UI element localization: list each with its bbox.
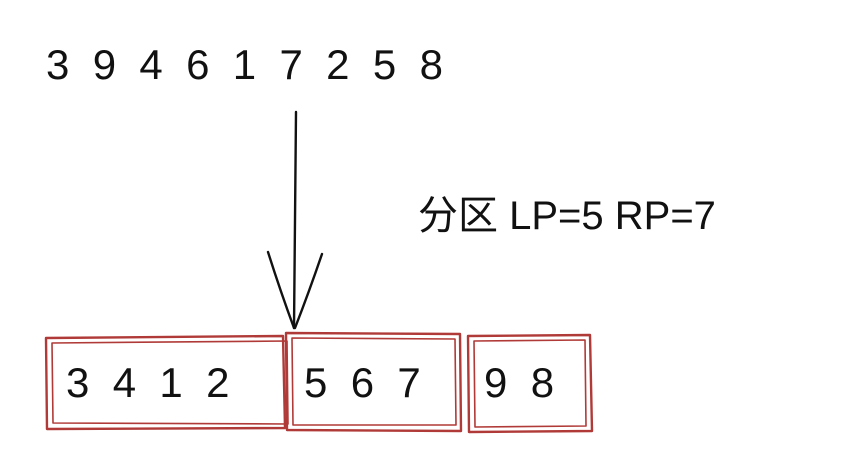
down-arrow <box>266 110 324 330</box>
partition-box-2 <box>284 331 463 433</box>
partition-1-values: 3 4 1 2 <box>66 359 230 406</box>
partition-box-3 <box>466 333 594 434</box>
partition-2-values: 5 6 7 <box>304 359 421 406</box>
original-sequence: 3 9 4 6 1 7 2 5 8 <box>46 41 443 88</box>
partition-3-values: 9 8 <box>484 359 555 406</box>
partition-caption: 分区 LP=5 RP=7 <box>418 194 716 238</box>
